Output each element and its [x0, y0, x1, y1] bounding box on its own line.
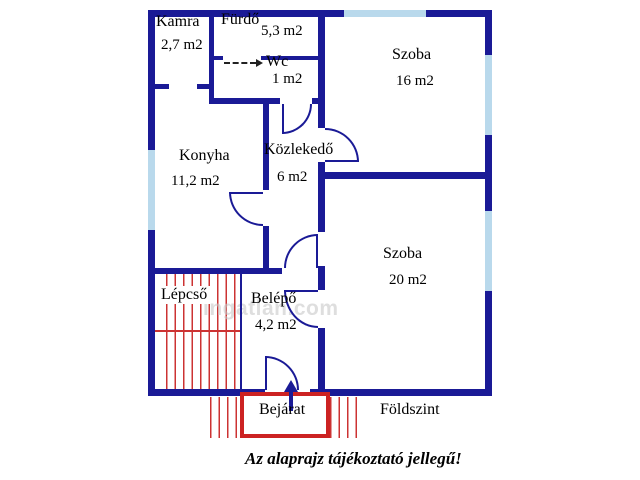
- room-area-kozlekedo: 6 m2: [277, 169, 308, 185]
- room-area-belepo: 4,2 m2: [255, 317, 297, 333]
- wall-outer-left: [148, 230, 155, 396]
- room-label-furdo: Fürdő: [221, 11, 260, 28]
- disclaimer-caption: Az alaprajz tájékoztató jellegű!: [245, 449, 462, 468]
- entrance-label: Bejárat: [259, 401, 306, 418]
- wall-main-vertical: [318, 10, 325, 128]
- wall-konyha-lepcso: [155, 268, 282, 274]
- wall-furdo-wc: [209, 56, 223, 60]
- entrance-arrow-icon: [284, 380, 298, 392]
- wall-kamra-konyha: [155, 84, 169, 89]
- wall-outer-bottom: [310, 389, 492, 396]
- room-label-konyha: Konyha: [179, 147, 230, 164]
- wall-outer-left: [148, 10, 155, 150]
- wall-main-vertical: [318, 328, 325, 389]
- wall-konyha-kozlekedo: [263, 226, 269, 272]
- room-label-kozlekedo: Közlekedő: [264, 141, 334, 158]
- wall-kamra-konyha: [197, 84, 209, 89]
- wall-furdo-wc: [261, 56, 318, 60]
- wall-outer-right: [485, 10, 492, 55]
- floor-level-label: Földszint: [380, 401, 440, 418]
- wall-outer-top: [426, 10, 492, 17]
- room-label-szoba16: Szoba: [392, 46, 432, 63]
- door-arc-kozlekedo-belepo: [284, 234, 318, 268]
- room-label-belepo: Belépő: [251, 290, 297, 307]
- entrance-arrow-icon: [289, 391, 293, 411]
- wall-wc-kozlekedo: [209, 98, 280, 104]
- window-right-lower: [485, 211, 492, 291]
- entry-steps-left: [210, 397, 242, 438]
- room-area-konyha: 11,2 m2: [171, 173, 220, 189]
- stair-edge-line: [240, 274, 242, 389]
- window-right-upper: [485, 55, 492, 135]
- wall-szoba16-szoba20: [325, 172, 485, 179]
- entrance-platform: [240, 392, 330, 438]
- wall-wc-kozlekedo: [312, 98, 318, 104]
- wall-outer-right: [485, 291, 492, 396]
- wall-outer-top: [148, 10, 344, 17]
- wall-outer-right: [485, 135, 492, 211]
- room-label-lepcso: Lépcső: [158, 286, 211, 304]
- wall-outer-bottom: [148, 389, 265, 396]
- room-area-furdo: 5,3 m2: [261, 23, 303, 39]
- door-arc-konyha: [229, 192, 263, 226]
- entry-steps-right: [330, 397, 362, 438]
- room-label-szoba20: Szoba: [383, 245, 423, 262]
- room-label-wc: Wc: [266, 53, 289, 70]
- wall-main-vertical: [318, 162, 325, 232]
- wall-main-vertical: [318, 266, 325, 290]
- room-area-szoba20: 20 m2: [389, 272, 427, 288]
- room-area-kamra: 2,7 m2: [161, 37, 203, 53]
- wc-dashed-arrow-icon: [224, 62, 256, 64]
- wc-dashed-arrow-icon: [256, 59, 263, 67]
- room-area-szoba16: 16 m2: [396, 73, 434, 89]
- stairs-line: [155, 330, 242, 332]
- wall-konyha-kozlekedo: [263, 104, 269, 190]
- room-label-kamra: Kamra: [156, 13, 200, 30]
- window-top: [344, 10, 426, 17]
- window-left: [148, 150, 155, 230]
- room-area-wc: 1 m2: [272, 71, 303, 87]
- door-arc-wc: [282, 104, 312, 134]
